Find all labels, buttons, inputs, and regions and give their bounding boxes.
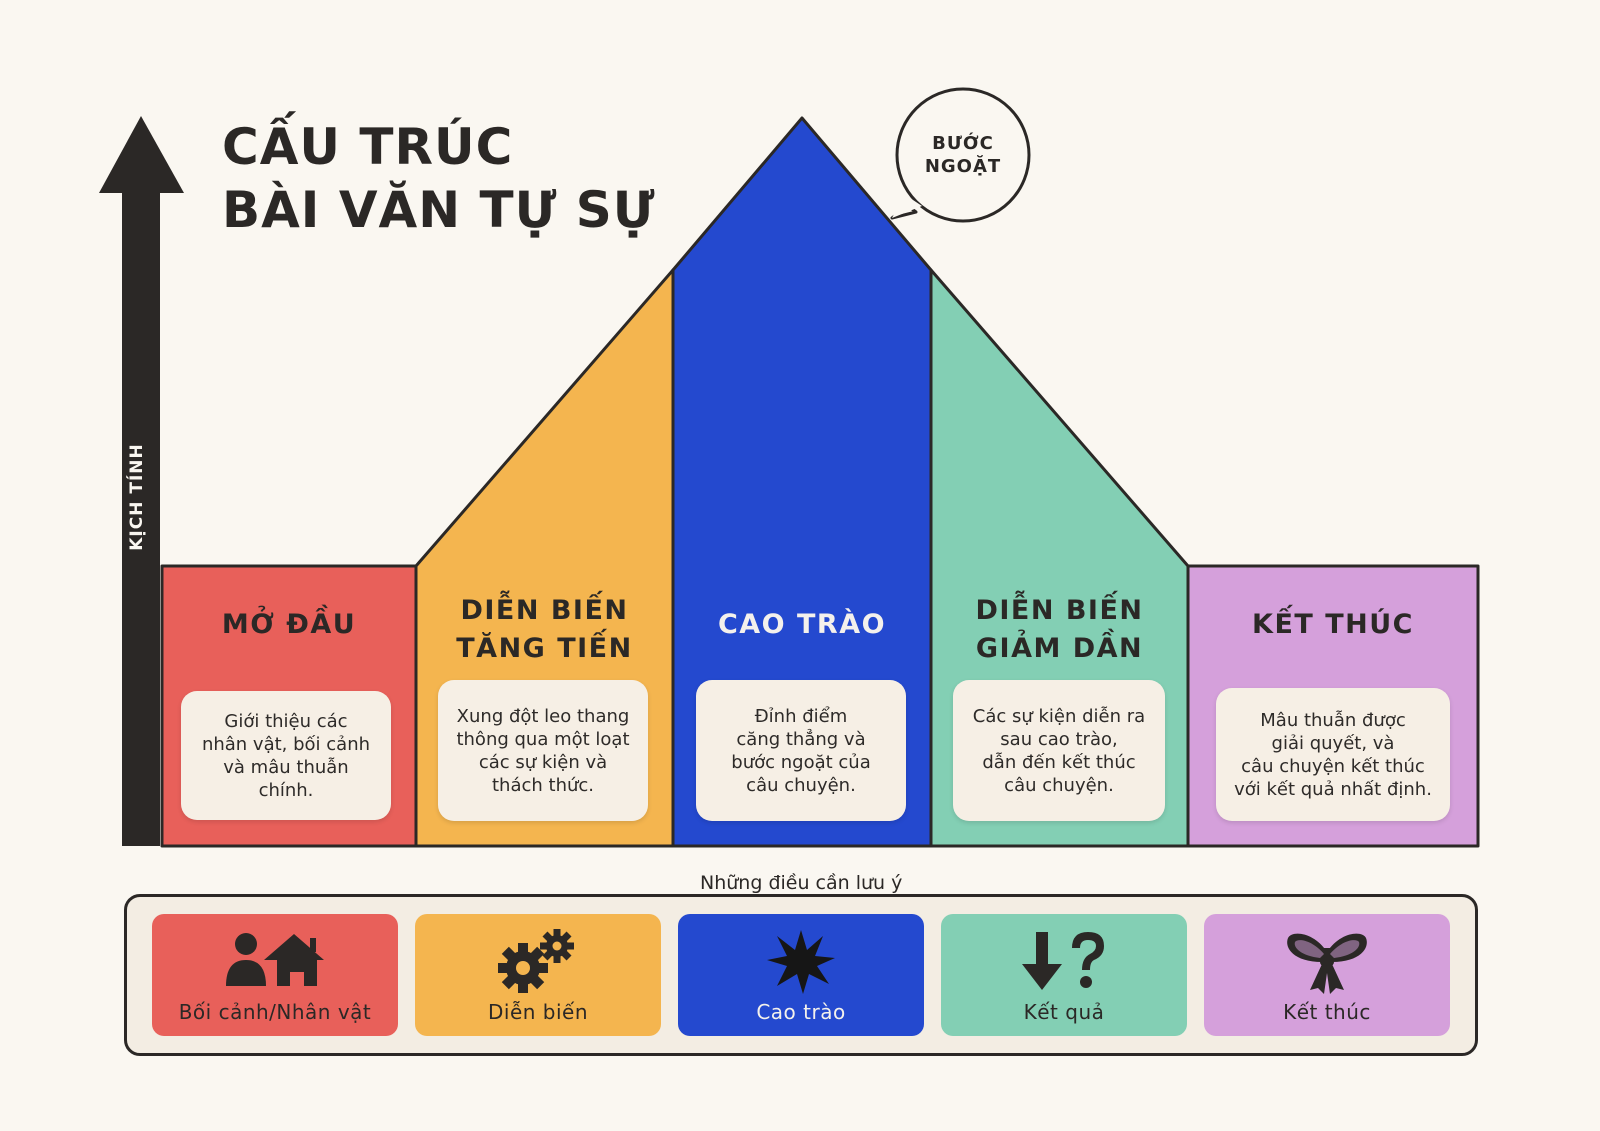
card-line: thách thức. — [491, 774, 594, 796]
card-line: câu chuyện. — [1004, 774, 1114, 796]
card-line: Mâu thuẫn được — [1260, 709, 1406, 731]
card-line: dẫn đến kết thúc — [982, 751, 1136, 773]
card-line: chính. — [258, 779, 314, 801]
card-line: câu chuyện. — [746, 774, 856, 796]
stage-title-dien-bien-giam-dan: DIỄN BIẾN GIẢM DẦN — [931, 592, 1188, 668]
card-line: Đỉnh điểm — [754, 705, 848, 727]
card-line: Các sự kiện diễn ra — [972, 705, 1146, 727]
stage-card-mo-dau: Giới thiệu các nhân vật, bối cảnh và mâu… — [181, 691, 391, 820]
axis-label-text: KỊCH TÍNH — [127, 443, 147, 551]
note-tile-dien-bien: Diễn biến — [415, 914, 661, 1036]
stage-title-line: CAO TRÀO — [717, 609, 887, 640]
bow-icon — [1204, 928, 1450, 996]
stage-title-ket-thuc: KẾT THÚC — [1188, 606, 1478, 644]
card-line: các sự kiện và — [478, 751, 608, 773]
stage-card-dien-bien-giam-dan: Các sự kiện diễn ra sau cao trào, dẫn đế… — [953, 680, 1165, 821]
note-label: Bối cảnh/Nhân vật — [178, 1000, 372, 1024]
person-house-icon — [152, 928, 398, 996]
bubble-text-line-1: BƯỚC — [932, 133, 994, 154]
note-label: Diễn biến — [487, 1000, 589, 1024]
card-line: bước ngoặt của — [731, 751, 871, 773]
card-line: căng thẳng và — [736, 728, 866, 750]
turning-point-bubble — [890, 87, 1031, 223]
page-title: CẤU TRÚC BÀI VĂN TỰ SỰ — [222, 116, 656, 242]
note-tile-boi-canh-nhan-vat: Bối cảnh/Nhân vật — [152, 914, 398, 1036]
card-line: Xung đột leo thang — [456, 705, 630, 727]
stage-card-ket-thuc: Mâu thuẫn được giải quyết, và câu chuyện… — [1216, 688, 1450, 821]
stage-title-line: DIỄN BIẾN — [460, 595, 629, 626]
stage-title-line: DIỄN BIẾN — [975, 595, 1144, 626]
card-line: và mâu thuẫn — [223, 756, 349, 778]
axis-arrow-shaft — [122, 188, 160, 846]
stage-title-mo-dau: MỞ ĐẦU — [162, 606, 416, 644]
gears-icon — [415, 928, 661, 996]
note-label: Kết quả — [1023, 1000, 1105, 1024]
page-title-line-1: CẤU TRÚC — [222, 118, 514, 176]
burst-icon — [678, 928, 924, 996]
stage-card-dien-bien-tang-tien: Xung đột leo thang thông qua một loạt cá… — [438, 680, 648, 821]
stage-title-line: TĂNG TIẾN — [456, 633, 633, 664]
note-label: Cao trào — [756, 1000, 846, 1024]
card-line: giải quyết, và — [1271, 732, 1395, 754]
card-line: thông qua một loạt — [456, 728, 630, 750]
bubble-text: BƯỚC NGOẶT — [893, 132, 1033, 178]
stage-title-line: GIẢM DẦN — [975, 633, 1144, 664]
bubble-text-line-2: NGOẶT — [924, 156, 1002, 177]
card-line: sau cao trào, — [1000, 728, 1118, 750]
stage-card-cao-trao: Đỉnh điểm căng thẳng và bước ngoặt của c… — [696, 680, 906, 821]
stage-title-line: MỞ ĐẦU — [221, 609, 357, 640]
notes-title: Những điều cần lưu ý — [692, 872, 911, 894]
card-line: câu chuyện kết thúc — [1241, 755, 1425, 777]
note-tile-ket-qua: Kết quả — [941, 914, 1187, 1036]
axis-arrow-head — [99, 116, 184, 193]
card-line: nhân vật, bối cảnh — [201, 733, 371, 755]
card-line: với kết quả nhất định. — [1234, 778, 1432, 800]
stage-title-dien-bien-tang-tien: DIỄN BIẾN TĂNG TIẾN — [416, 592, 673, 668]
card-line: Giới thiệu các — [224, 710, 348, 732]
note-tile-ket-thuc: Kết thúc — [1204, 914, 1450, 1036]
stage-title-cao-trao: CAO TRÀO — [673, 606, 931, 644]
note-tile-cao-trao: Cao trào — [678, 914, 924, 1036]
page-title-line-2: BÀI VĂN TỰ SỰ — [222, 181, 656, 239]
note-label: Kết thúc — [1283, 1000, 1371, 1024]
stage-title-line: KẾT THÚC — [1252, 609, 1414, 640]
arrow-down-question-icon — [941, 928, 1187, 996]
